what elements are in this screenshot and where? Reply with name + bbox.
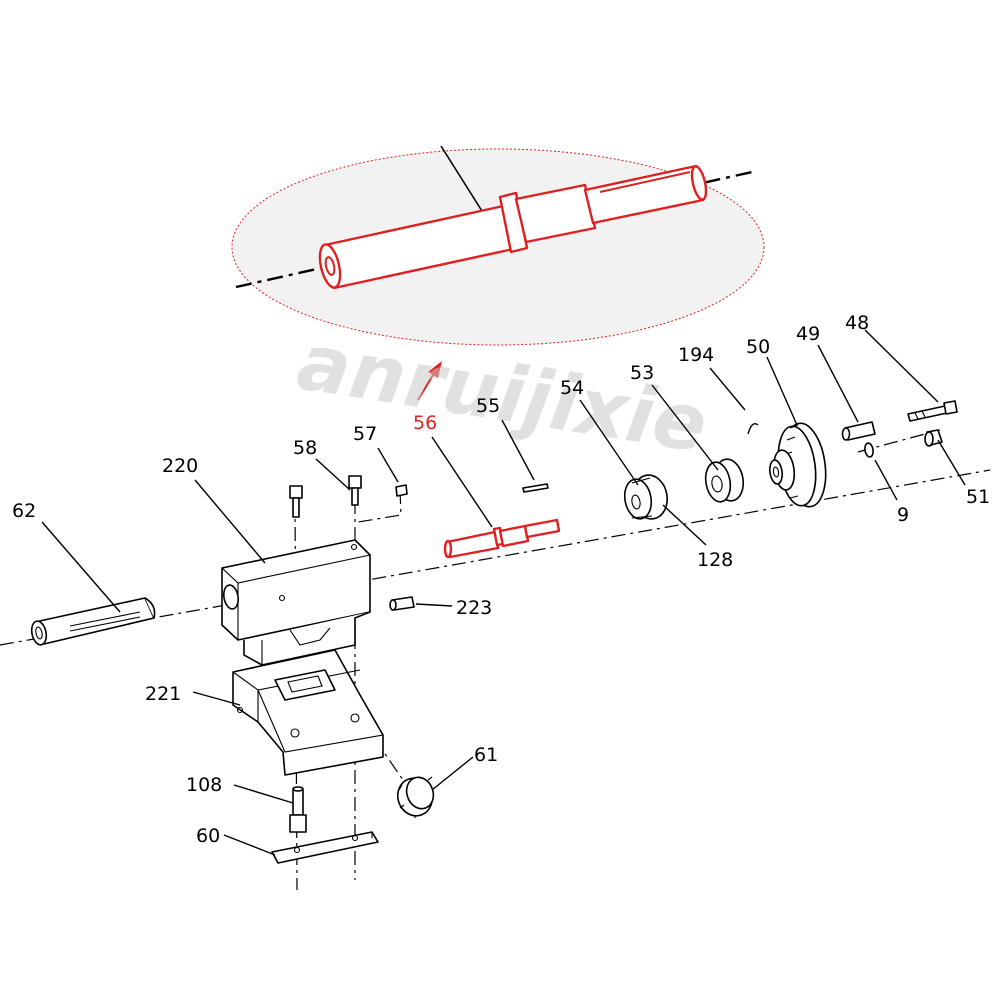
part-57-set-screw [395,484,408,497]
label-9: 9 [897,504,909,526]
part-9-washer [864,442,874,458]
part-194-clip [747,422,759,435]
part-220-block [221,539,371,666]
label-48: 48 [845,312,869,334]
label-50: 50 [746,336,770,358]
part-55-key [522,483,549,493]
part-labels: 62 220 58 57 56 55 54 53 194 50 49 48 9 … [12,312,990,847]
label-108: 108 [186,774,222,796]
label-56: 56 [413,412,437,434]
zoom-pointer-line [440,145,488,220]
part-48-bolt [907,400,958,422]
part-221-base [232,649,384,776]
zoom-arrow-head [428,361,442,378]
label-53: 53 [630,362,654,384]
label-54: 54 [560,377,584,399]
part-62-sleeve [30,597,156,646]
zoom-detail-callout [231,145,765,401]
label-61: 61 [474,744,498,766]
label-194: 194 [678,344,714,366]
label-62: 62 [12,500,36,522]
part-54-collar [623,474,668,520]
label-220: 220 [162,455,198,477]
part-60-strip [271,831,379,864]
part-49-spacer [841,421,876,441]
label-51: 51 [966,486,990,508]
part-108-screw [289,786,307,833]
part-56-shaft [443,518,561,559]
label-58: 58 [293,437,317,459]
axis-screw-57 [357,489,402,523]
main-axis [0,469,991,646]
part-58-screws [289,475,362,518]
part-50-gear [769,422,827,508]
label-60: 60 [196,825,220,847]
label-128: 128 [697,549,733,571]
label-223: 223 [456,597,492,619]
label-49: 49 [796,323,820,345]
label-55: 55 [476,395,500,417]
label-57: 57 [353,423,377,445]
zoom-shaft-56 [318,164,708,290]
leader-lines [41,329,966,856]
part-53-bushing [704,458,745,503]
label-221: 221 [145,683,181,705]
part-61-knob [396,776,435,818]
part-223-pin [389,596,415,611]
